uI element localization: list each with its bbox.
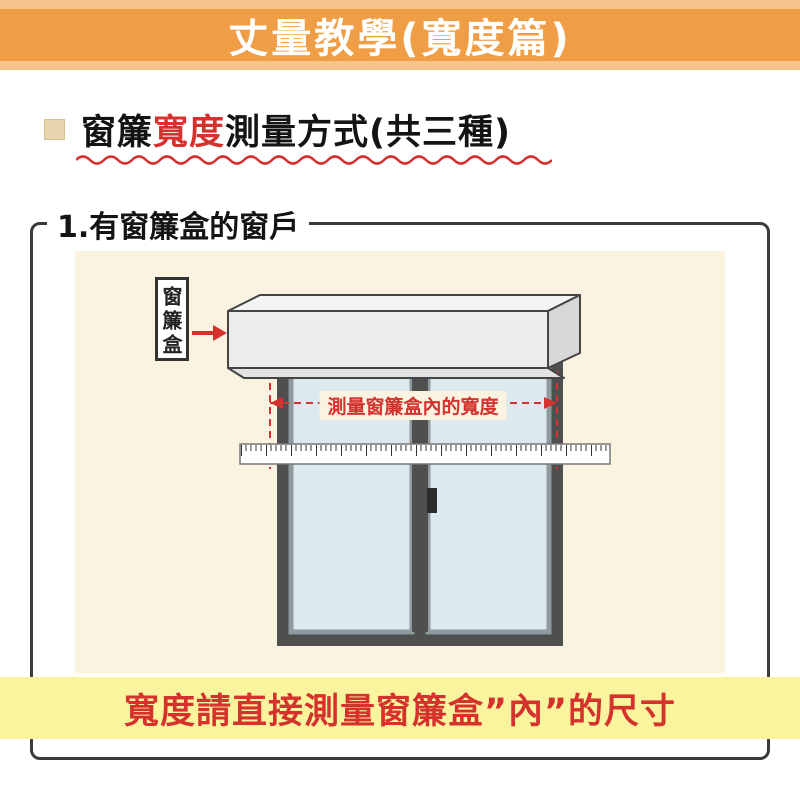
curtain-box-section-panel: 1.有窗簾盒的窗戶 — [30, 202, 770, 760]
ruler-shape — [239, 443, 611, 465]
curtain-box-label: 窗簾盒 — [155, 277, 189, 361]
bullet-square-icon — [44, 119, 65, 140]
header-banner: 丈量教學(寬度篇) — [0, 0, 800, 70]
section-heading: 窗簾寬度測量方式(共三種) — [44, 104, 511, 155]
section-heading-text: 窗簾寬度測量方式(共三種) — [81, 104, 511, 155]
measurement-lines — [269, 371, 558, 469]
panel-label: 1.有窗簾盒的窗戶 — [47, 202, 310, 246]
wavy-underline-icon — [76, 155, 552, 165]
heading-text-pre: 窗簾 — [81, 113, 154, 153]
page-title: 丈量教學(寬度篇) — [228, 16, 572, 62]
footer-text: 寬度請直接測量窗簾盒”內”的尺寸 — [123, 691, 676, 732]
heading-text-post: 測量方式(共三種) — [225, 113, 512, 153]
footer-banner: 寬度請直接測量窗簾盒”內”的尺寸 — [0, 677, 800, 739]
window-handle-shape — [427, 488, 437, 513]
label-arrow-icon — [192, 325, 227, 341]
heading-text-highlight: 寬度 — [153, 113, 226, 153]
window-illustration: 窗簾盒 測量窗簾盒內的寬度 — [75, 251, 725, 673]
curtain-box-shape — [227, 294, 581, 379]
measurement-note: 測量窗簾盒內的寬度 — [319, 391, 507, 420]
